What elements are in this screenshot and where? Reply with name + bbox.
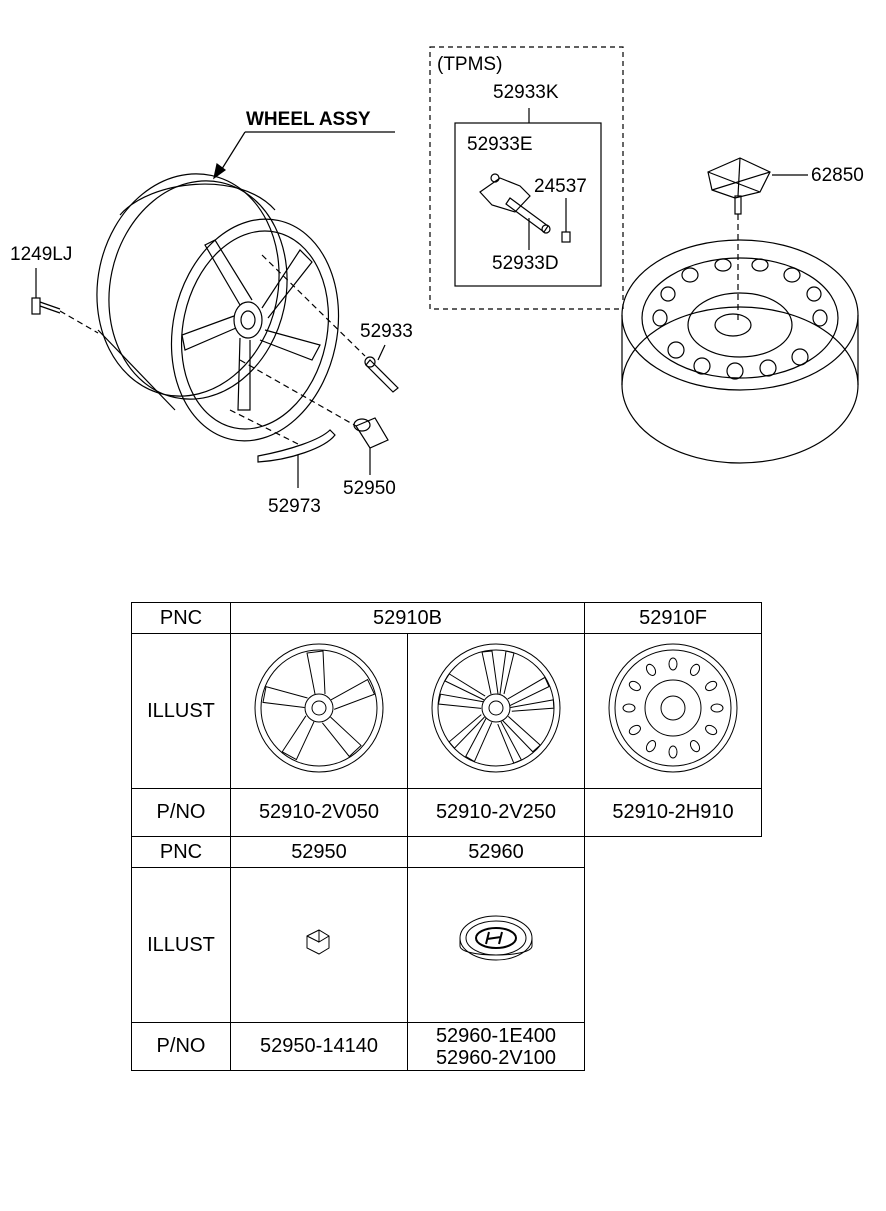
balance-weight-52973-icon	[257, 429, 336, 463]
lug-nut-icon	[306, 929, 330, 955]
callout-52950: 52950	[343, 478, 396, 499]
callout-62850: 62850	[811, 165, 864, 186]
illust-cell	[230, 867, 408, 1023]
tpms-kit-box	[454, 122, 602, 287]
alloy-wheel-illustration	[96, 173, 340, 442]
parts-diagram	[31, 46, 859, 488]
steel-spare-wheel-illustration	[621, 239, 859, 464]
pno-value: 52960-2V100	[435, 1046, 557, 1069]
table-row: P/NO 52950-14140 52960-1E400 52960-2V100	[131, 1022, 762, 1071]
callout-52933k: 52933K	[493, 82, 559, 103]
pno-header: P/NO	[131, 788, 231, 837]
tpms-label: (TPMS)	[437, 54, 503, 75]
alloy-wheel-2v250-icon	[431, 643, 561, 773]
parts-table: PNC 52910B 52910F ILLUST	[131, 602, 762, 1071]
illust-header: ILLUST	[131, 633, 231, 789]
illust-cell	[584, 633, 762, 789]
callout-1249lj: 1249LJ	[10, 244, 73, 265]
illust-cell	[230, 633, 408, 789]
lug-nut-52950-icon	[353, 417, 389, 449]
callout-52973: 52973	[268, 496, 321, 517]
callout-52933d: 52933D	[492, 253, 559, 274]
callout-24537: 24537	[534, 176, 587, 197]
pno-value: 52910-2H910	[584, 788, 762, 837]
pno-value: 52950-14140	[230, 1022, 408, 1071]
pnc-52950: 52950	[230, 836, 408, 868]
illust-cell	[407, 867, 585, 1023]
tpms-sensor-icon	[479, 173, 531, 213]
bolt-1249lj-icon	[31, 297, 61, 315]
table-row: PNC 52910B 52910F	[131, 602, 762, 634]
spare-tire-clamp-62850-icon	[707, 157, 771, 215]
pno-value: 52910-2V250	[407, 788, 585, 837]
valve-cap-24537-icon	[561, 231, 571, 243]
pnc-52960: 52960	[407, 836, 585, 868]
pno-value-multi: 52960-1E400 52960-2V100	[407, 1022, 585, 1071]
table-row: ILLUST	[131, 633, 762, 789]
pnc-header: PNC	[131, 602, 231, 634]
callout-52933: 52933	[360, 321, 413, 342]
table-row: ILLUST	[131, 867, 762, 1023]
illust-header: ILLUST	[131, 867, 231, 1023]
pnc-52910f: 52910F	[584, 602, 762, 634]
alloy-wheel-2v050-icon	[254, 643, 384, 773]
steel-wheel-2h910-icon	[608, 643, 738, 773]
wheel-assy-label: WHEEL ASSY	[246, 109, 371, 130]
pno-value: 52960-1E400	[435, 1024, 557, 1047]
callout-52933e: 52933E	[467, 134, 533, 155]
pno-value: 52910-2V050	[230, 788, 408, 837]
pno-header: P/NO	[131, 1022, 231, 1071]
table-row: PNC 52950 52960	[131, 836, 762, 868]
illust-cell	[407, 633, 585, 789]
table-row: P/NO 52910-2V050 52910-2V250 52910-2H910	[131, 788, 762, 837]
valve-52933-icon	[364, 356, 399, 393]
pnc-header: PNC	[131, 836, 231, 868]
tpms-valve-icon	[505, 197, 551, 234]
tpms-group-box	[429, 46, 624, 310]
pnc-52910b: 52910B	[230, 602, 585, 634]
hub-cap-emblem-icon	[459, 915, 533, 961]
